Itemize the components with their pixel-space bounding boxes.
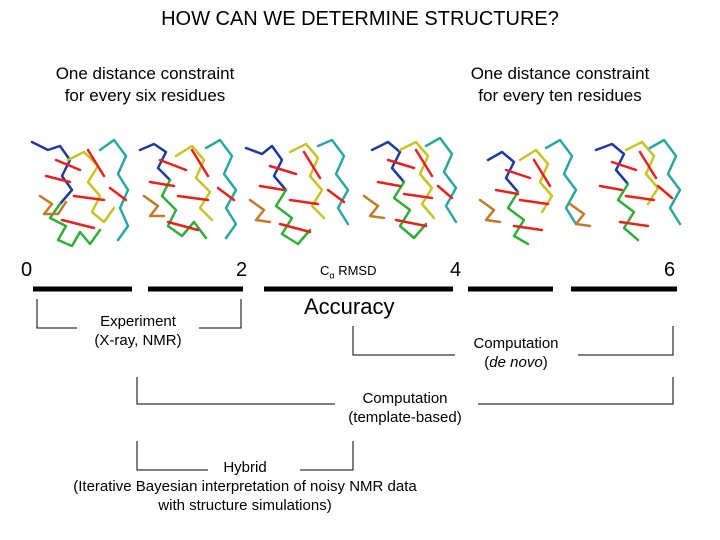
range-experiment: Experiment (X-ray, NMR) bbox=[78, 312, 198, 350]
bracket-denovo-left bbox=[352, 326, 455, 356]
template-line2: (template-based) bbox=[348, 409, 462, 426]
bracket-experiment-right bbox=[199, 299, 242, 329]
bracket-hybrid-right bbox=[300, 441, 354, 471]
bracket-template-left bbox=[136, 377, 335, 405]
tick-0: 0 bbox=[21, 259, 33, 281]
denovo-line1: Computation bbox=[473, 335, 559, 352]
bracket-denovo-right bbox=[578, 326, 674, 356]
protein-structure-1 bbox=[30, 138, 130, 248]
protein-structure-4 bbox=[362, 136, 458, 240]
range-hybrid: Hybrid (Iterative Bayesian interpretatio… bbox=[20, 458, 470, 515]
hybrid-line1: Hybrid bbox=[223, 459, 267, 476]
range-template: Computation (template-based) bbox=[330, 389, 480, 427]
denovo-italic: de novo bbox=[489, 354, 543, 371]
template-line1: Computation bbox=[362, 390, 448, 407]
label-ten-residues: One distance constraint for every ten re… bbox=[435, 63, 685, 107]
denovo-paren-open: ( bbox=[484, 354, 490, 371]
rmsd-label: Cα RMSD bbox=[320, 263, 377, 281]
tick-2: 2 bbox=[236, 259, 248, 281]
label-six-line2: for every six residues bbox=[64, 86, 226, 105]
label-six-line1: One distance constraint bbox=[55, 64, 235, 83]
range-denovo: Computation (de novo) bbox=[452, 334, 580, 372]
bracket-hybrid-left bbox=[136, 441, 208, 471]
rmsd-text: RMSD bbox=[338, 263, 377, 278]
protein-structure-2 bbox=[138, 138, 238, 240]
protein-structure-5 bbox=[478, 138, 578, 246]
bracket-template-right bbox=[478, 377, 674, 405]
protein-structure-6 bbox=[568, 138, 682, 242]
accuracy-label: Accuracy bbox=[304, 294, 395, 319]
bracket-experiment-left bbox=[36, 299, 77, 329]
label-six-residues: One distance constraint for every six re… bbox=[20, 63, 270, 107]
label-ten-line2: for every ten residues bbox=[478, 86, 642, 105]
denovo-line2: (de novo) bbox=[452, 353, 580, 372]
range-brackets bbox=[36, 299, 674, 471]
rmsd-subscript: α bbox=[329, 270, 335, 281]
experiment-line2: (X-ray, NMR) bbox=[94, 332, 182, 349]
rmsd-symbol: C bbox=[320, 263, 330, 278]
page-title: HOW CAN WE DETERMINE STRUCTURE? bbox=[161, 8, 559, 30]
label-ten-line1: One distance constraint bbox=[470, 64, 650, 83]
hybrid-line2: (Iterative Bayesian interpretation of no… bbox=[73, 478, 417, 495]
denovo-paren-close: ) bbox=[542, 354, 548, 371]
hybrid-line3: with structure simulations) bbox=[158, 497, 332, 514]
experiment-line1: Experiment bbox=[100, 313, 176, 330]
tick-6: 6 bbox=[664, 259, 676, 281]
protein-structure-3 bbox=[244, 138, 350, 246]
tick-4: 4 bbox=[450, 259, 462, 281]
